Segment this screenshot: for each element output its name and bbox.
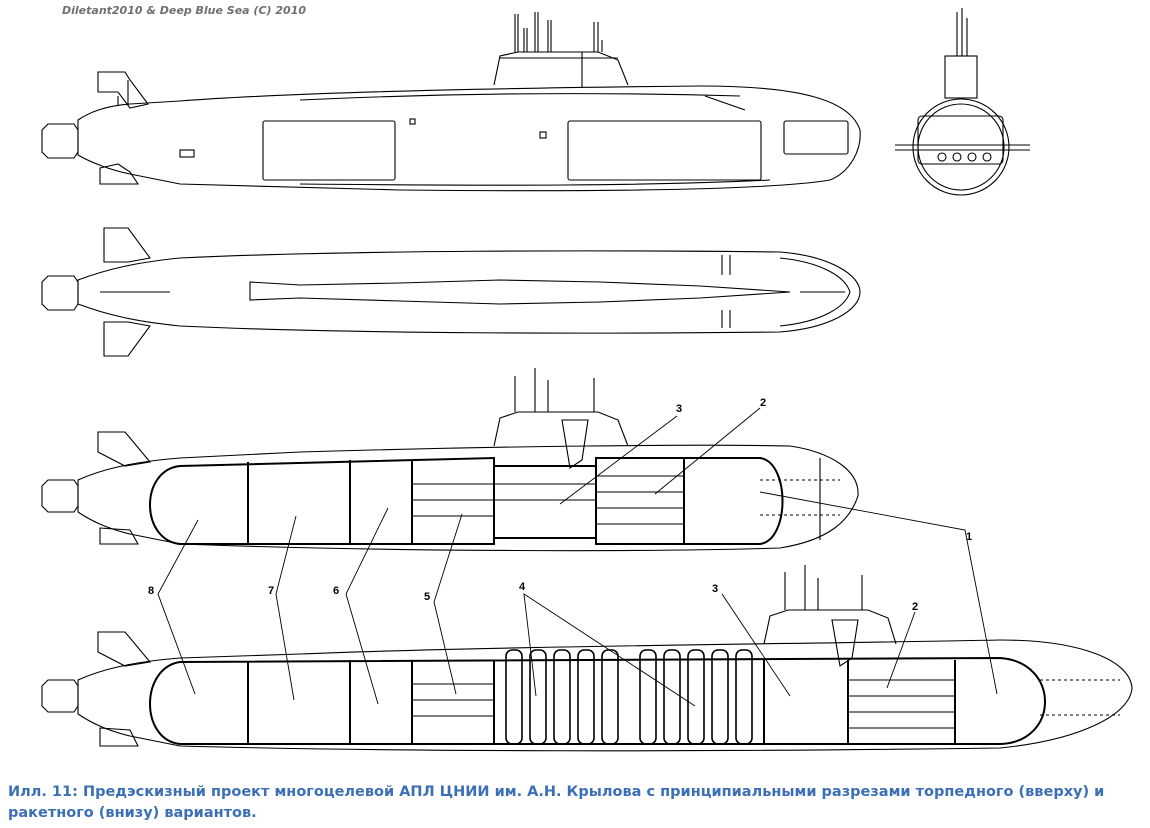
figure-caption: Илл. 11: Предэскизный проект многоцелево…: [8, 784, 1105, 821]
callout-2-top: 2: [760, 397, 766, 409]
callout-4: 4: [519, 581, 526, 593]
side-view-profile: [41, 12, 861, 192]
callout-5: 5: [424, 591, 430, 603]
callout-8: 8: [148, 585, 154, 597]
callout-1: 1: [966, 531, 972, 543]
front-view: [895, 8, 1030, 196]
callout-7: 7: [268, 585, 274, 597]
submarine-drawings: 1 2 2 3 3 4 5 6 7 8: [41, 8, 1133, 752]
torpedo-variant-section: [41, 368, 859, 552]
top-view-plan: [41, 227, 861, 357]
copyright-credit: Diletant2010 & Deep Blue Sea (C) 2010: [62, 4, 307, 17]
callout-3-bottom: 3: [712, 583, 718, 595]
missile-variant-section: [41, 565, 1133, 752]
callout-6: 6: [333, 585, 339, 597]
callout-3-top: 3: [676, 403, 682, 415]
callout-2-bottom: 2: [912, 601, 918, 613]
leader-lines: [157, 407, 998, 707]
